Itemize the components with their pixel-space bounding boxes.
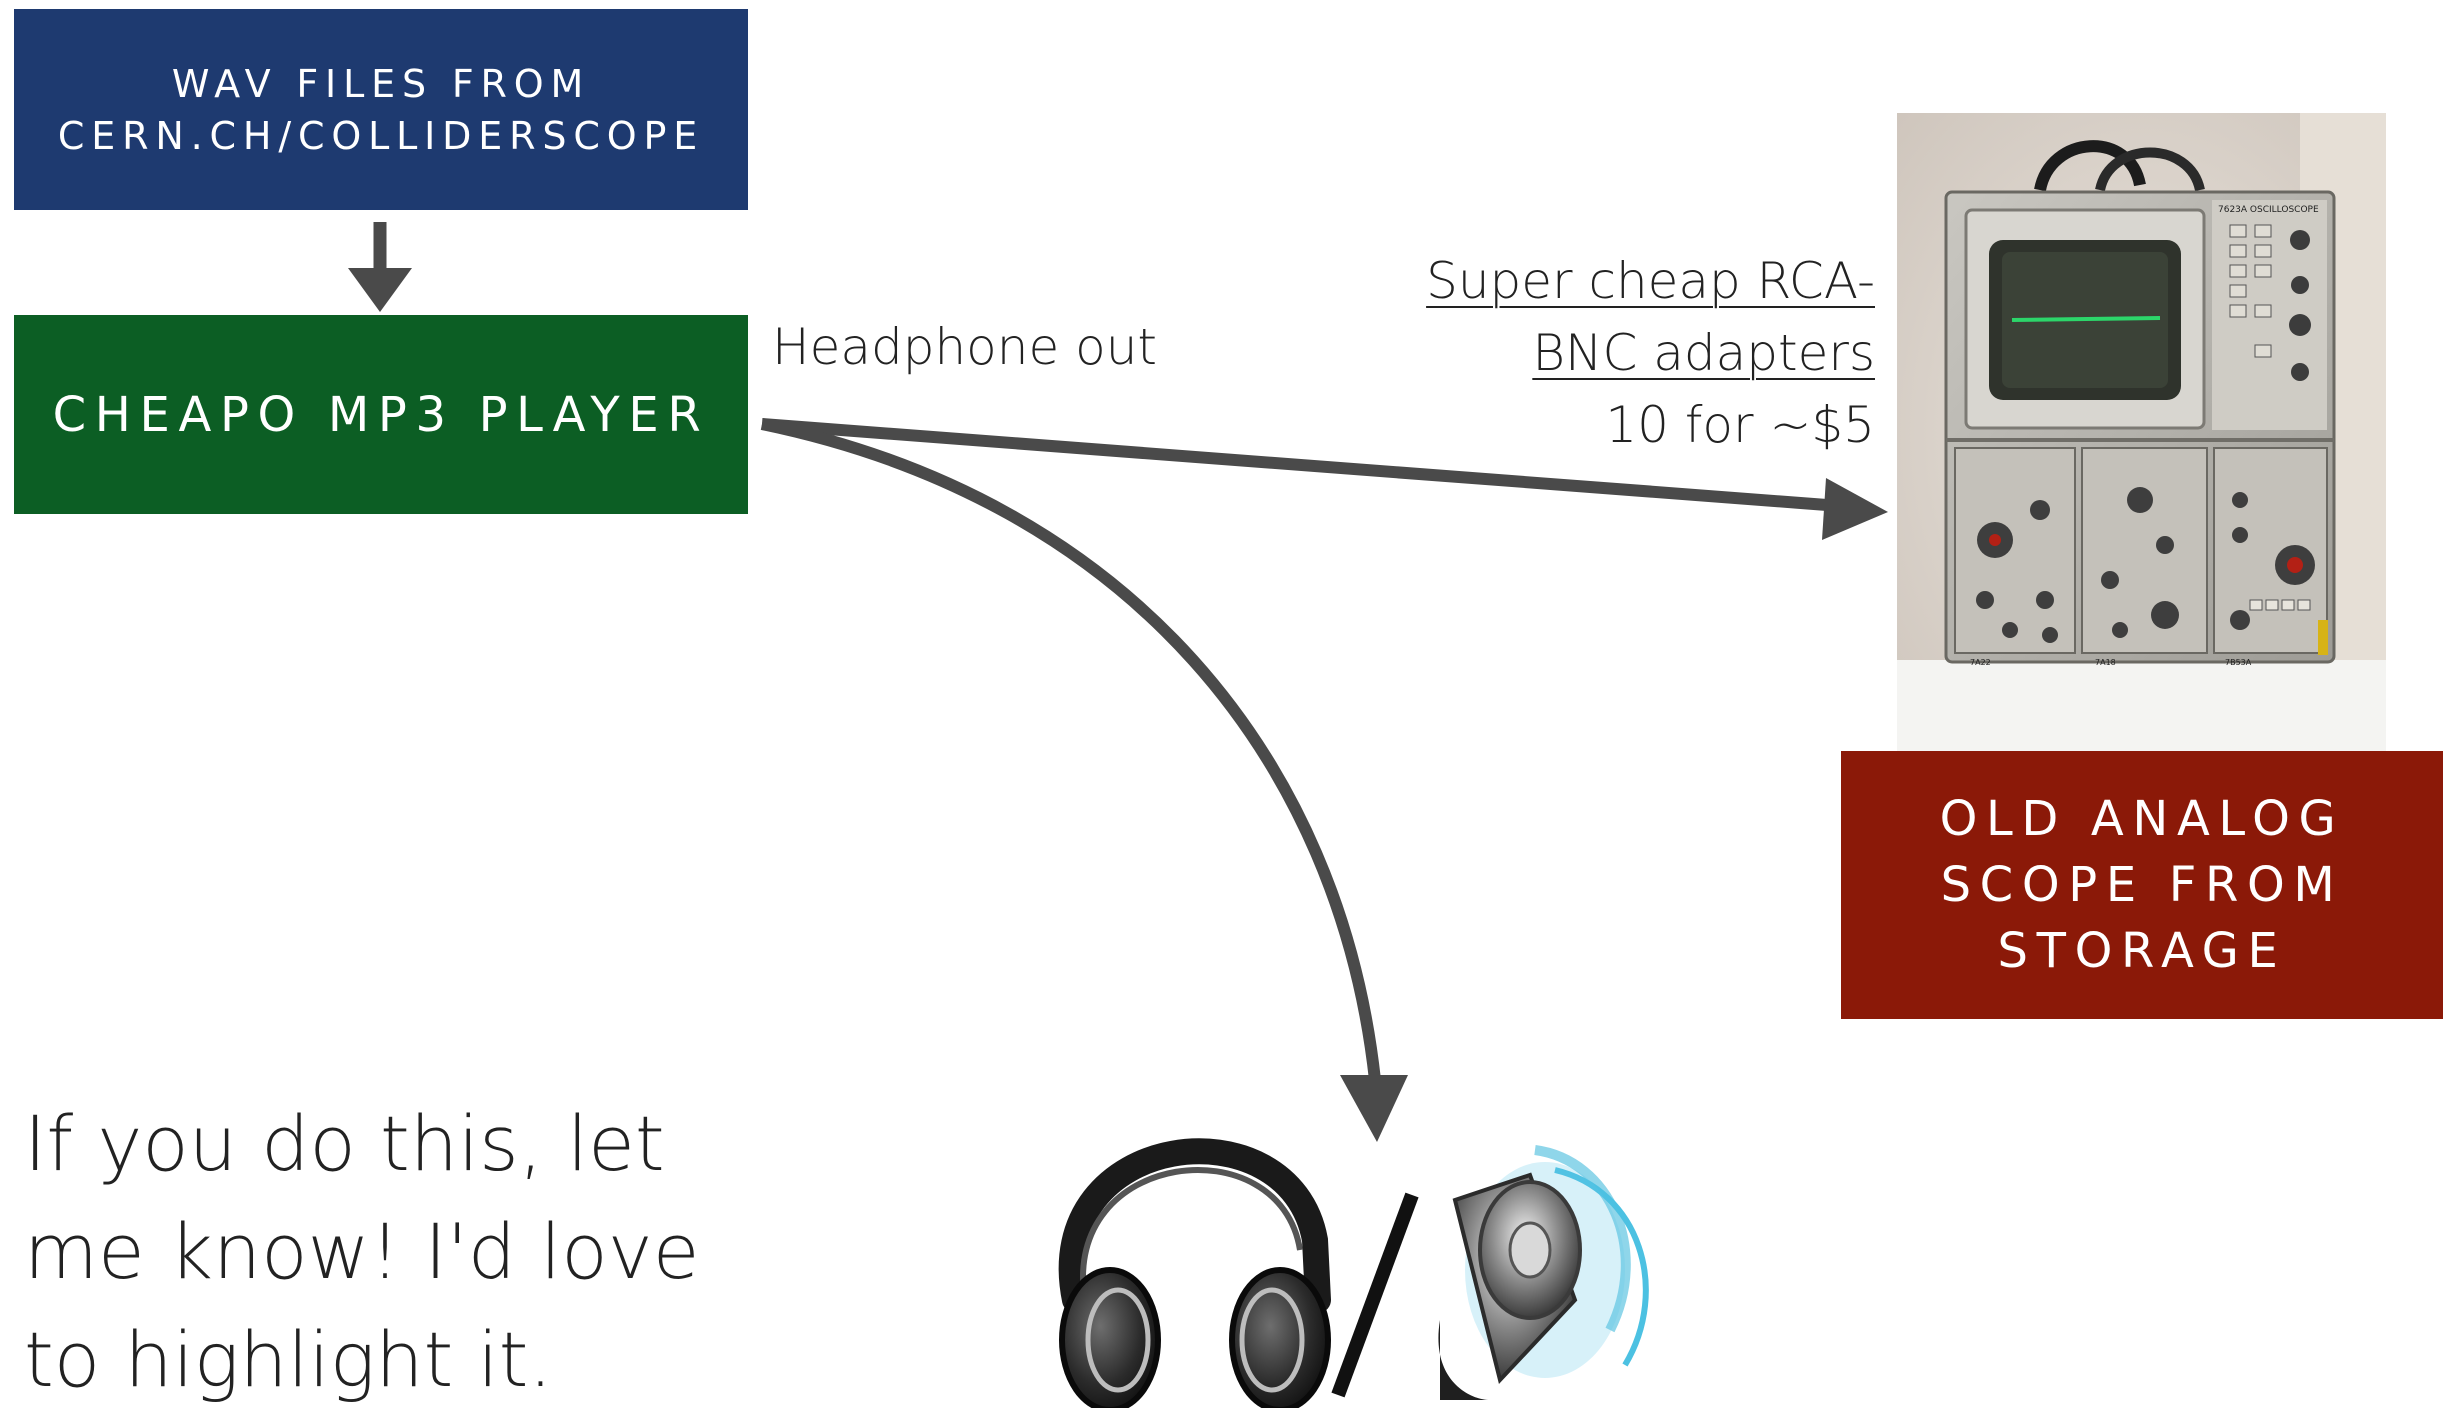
slash-separator: [1331, 1192, 1419, 1398]
arrow-player-to-scope: [761, 418, 1888, 540]
mp3-player-box: CHEAPO MP3 PLAYER: [14, 315, 748, 514]
source-box: WAV FILES FROM CERN.CH/COLLIDERSCOPE: [14, 9, 748, 210]
scope-box-line2: SCOPE FROM: [1940, 857, 2344, 913]
module-label-2: 7A18: [2095, 658, 2116, 667]
arrow-player-to-audio: [760, 418, 1408, 1142]
source-box-line2: CERN.CH/COLLIDERSCOPE: [57, 113, 705, 158]
arrow-source-to-player: [348, 222, 412, 312]
headphone-out-label: Headphone out: [772, 318, 1157, 376]
scope-model-label: 7623A OSCILLOSCOPE: [2218, 205, 2319, 215]
mp3-player-label: CHEAPO MP3 PLAYER: [52, 386, 710, 443]
adapter-price: 10 for ~$5: [1605, 396, 1875, 454]
note-line2: me know! I'd love: [24, 1207, 700, 1296]
adapter-note: Super cheap RCA- BNC adapters 10 for ~$5: [1426, 245, 1875, 461]
adapter-link-line2[interactable]: BNC adapters: [1532, 324, 1875, 382]
module-label-1: 7A22: [1970, 658, 1991, 667]
note-line1: If you do this, let: [24, 1099, 665, 1188]
speaker-icon: [1438, 1145, 1649, 1400]
module-label-3: 7B53A: [2225, 658, 2252, 667]
oscilloscope-photo: 7623A OSCILLOSCOPE: [1897, 113, 2386, 751]
scope-box-line1: OLD ANALOG: [1939, 791, 2345, 847]
source-box-line1: WAV FILES FROM: [171, 61, 591, 106]
headphones-icon: [1058, 1138, 1331, 1408]
scope-box: OLD ANALOG SCOPE FROM STORAGE: [1841, 751, 2443, 1019]
scope-box-line3: STORAGE: [1997, 923, 2287, 979]
closing-note: If you do this, let me know! I'd love to…: [24, 1090, 724, 1414]
adapter-link-line1[interactable]: Super cheap RCA-: [1426, 252, 1875, 310]
note-line3: to highlight it.: [24, 1315, 553, 1404]
